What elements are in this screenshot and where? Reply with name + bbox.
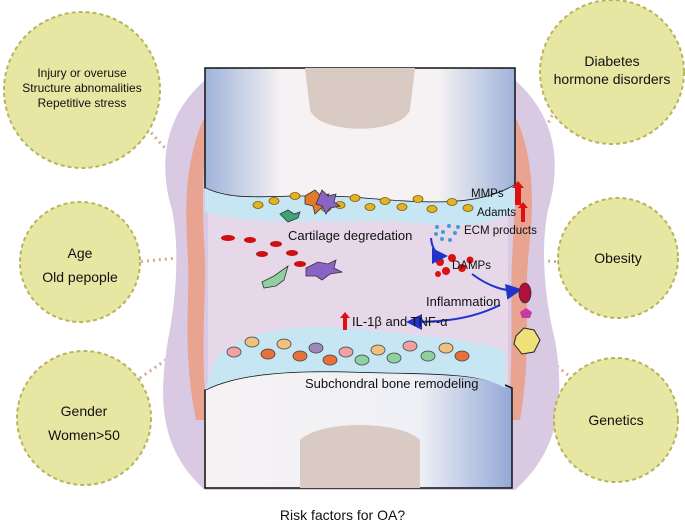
subchondral-label: Subchondral bone remodeling [305, 376, 479, 391]
cytokines-label: IL-1β and TNF-α [352, 314, 448, 329]
femur-marrow [305, 68, 415, 129]
increase-arrows [340, 181, 528, 330]
pathway-arrows [406, 237, 522, 330]
inflammation-label: Inflammation [426, 294, 501, 309]
synovial-cell-red [518, 282, 532, 304]
ecm-label: ECM products [464, 225, 537, 237]
tibia-marrow [300, 425, 420, 488]
age-label: Age Old pepople [42, 245, 118, 285]
macrophage-cells [279, 189, 342, 223]
genetics-label: Genetics [588, 412, 644, 428]
red-blood-cells [221, 235, 306, 267]
figure-caption: Risk factors for OA? [279, 507, 406, 523]
diabetes-label: Diabetes hormone disorders [553, 53, 671, 87]
obesity-label: Obesity [594, 250, 642, 266]
ecm-fragments [434, 224, 460, 242]
damps-label: DAMPs [452, 260, 491, 272]
cartilage-label: Cartilage degredation [288, 228, 413, 243]
synovium-left [186, 120, 210, 420]
synovial-cell-green [261, 265, 289, 289]
synovial-cell-pink [520, 308, 532, 318]
adamts-label: Adamts [477, 207, 516, 219]
synovial-cell-yellow [513, 327, 541, 355]
synovial-cell-purple [305, 259, 344, 281]
mmps-label: MMPs [471, 188, 504, 200]
injury-label: Injury or overuse Structure abnomalities… [22, 66, 142, 110]
lower-cells [226, 336, 470, 366]
gender-label: Gender Women>50 [48, 403, 120, 443]
